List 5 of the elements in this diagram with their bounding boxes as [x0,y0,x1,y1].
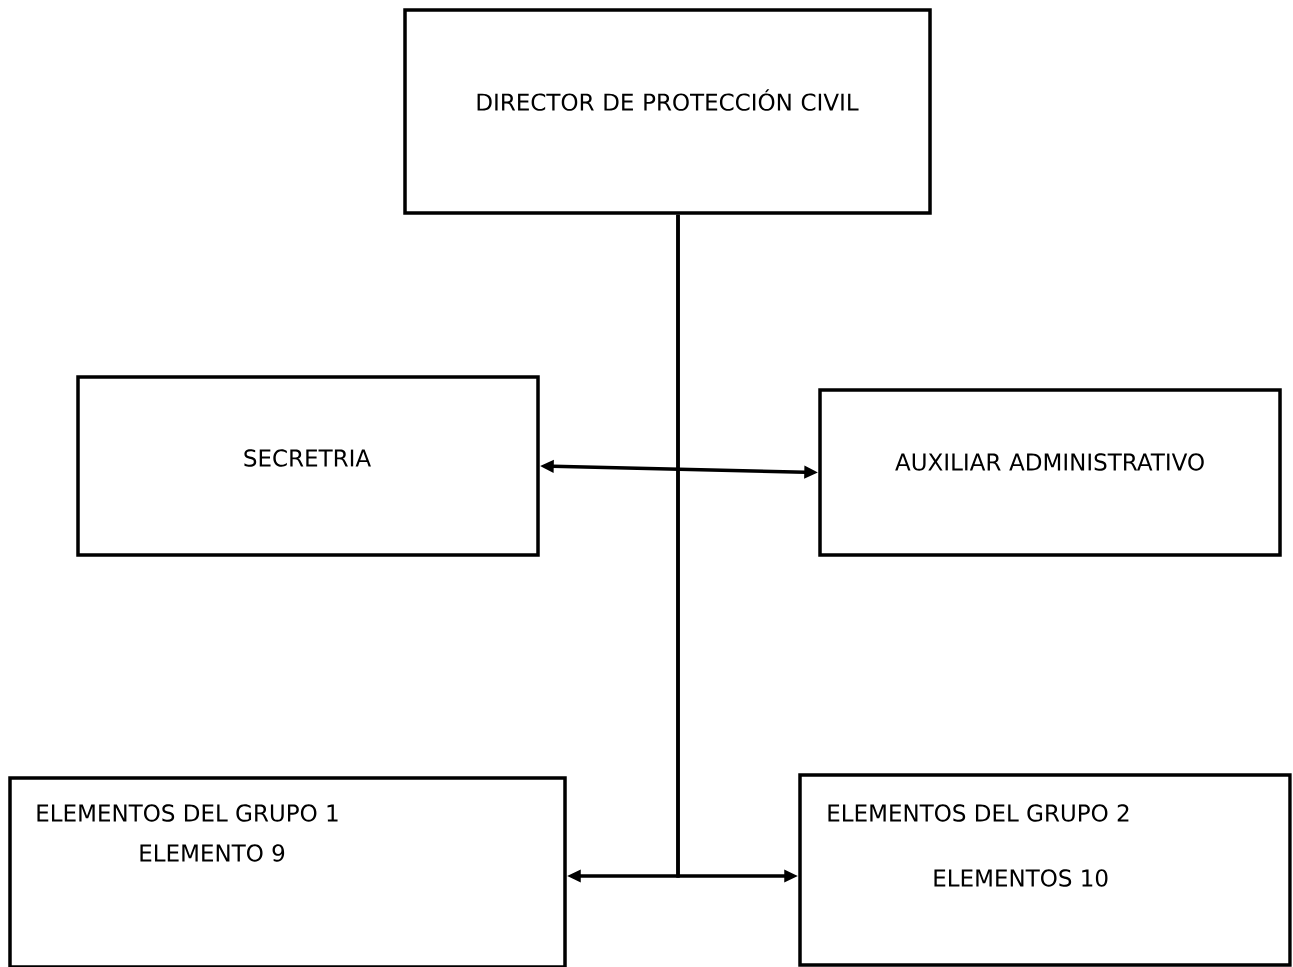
org-box: AUXILIAR ADMINISTRATIVO [818,388,1282,557]
org-box: DIRECTOR DE PROTECCIÓN CIVIL [403,8,932,215]
org-box: SECRETRIA [76,375,540,557]
org-box: ELEMENTOS DEL GRUPO 2 ELEMENTOS 10 [798,773,1292,967]
org-box: ELEMENTOS DEL GRUPO 1 ELEMENTO 9 [8,776,567,967]
